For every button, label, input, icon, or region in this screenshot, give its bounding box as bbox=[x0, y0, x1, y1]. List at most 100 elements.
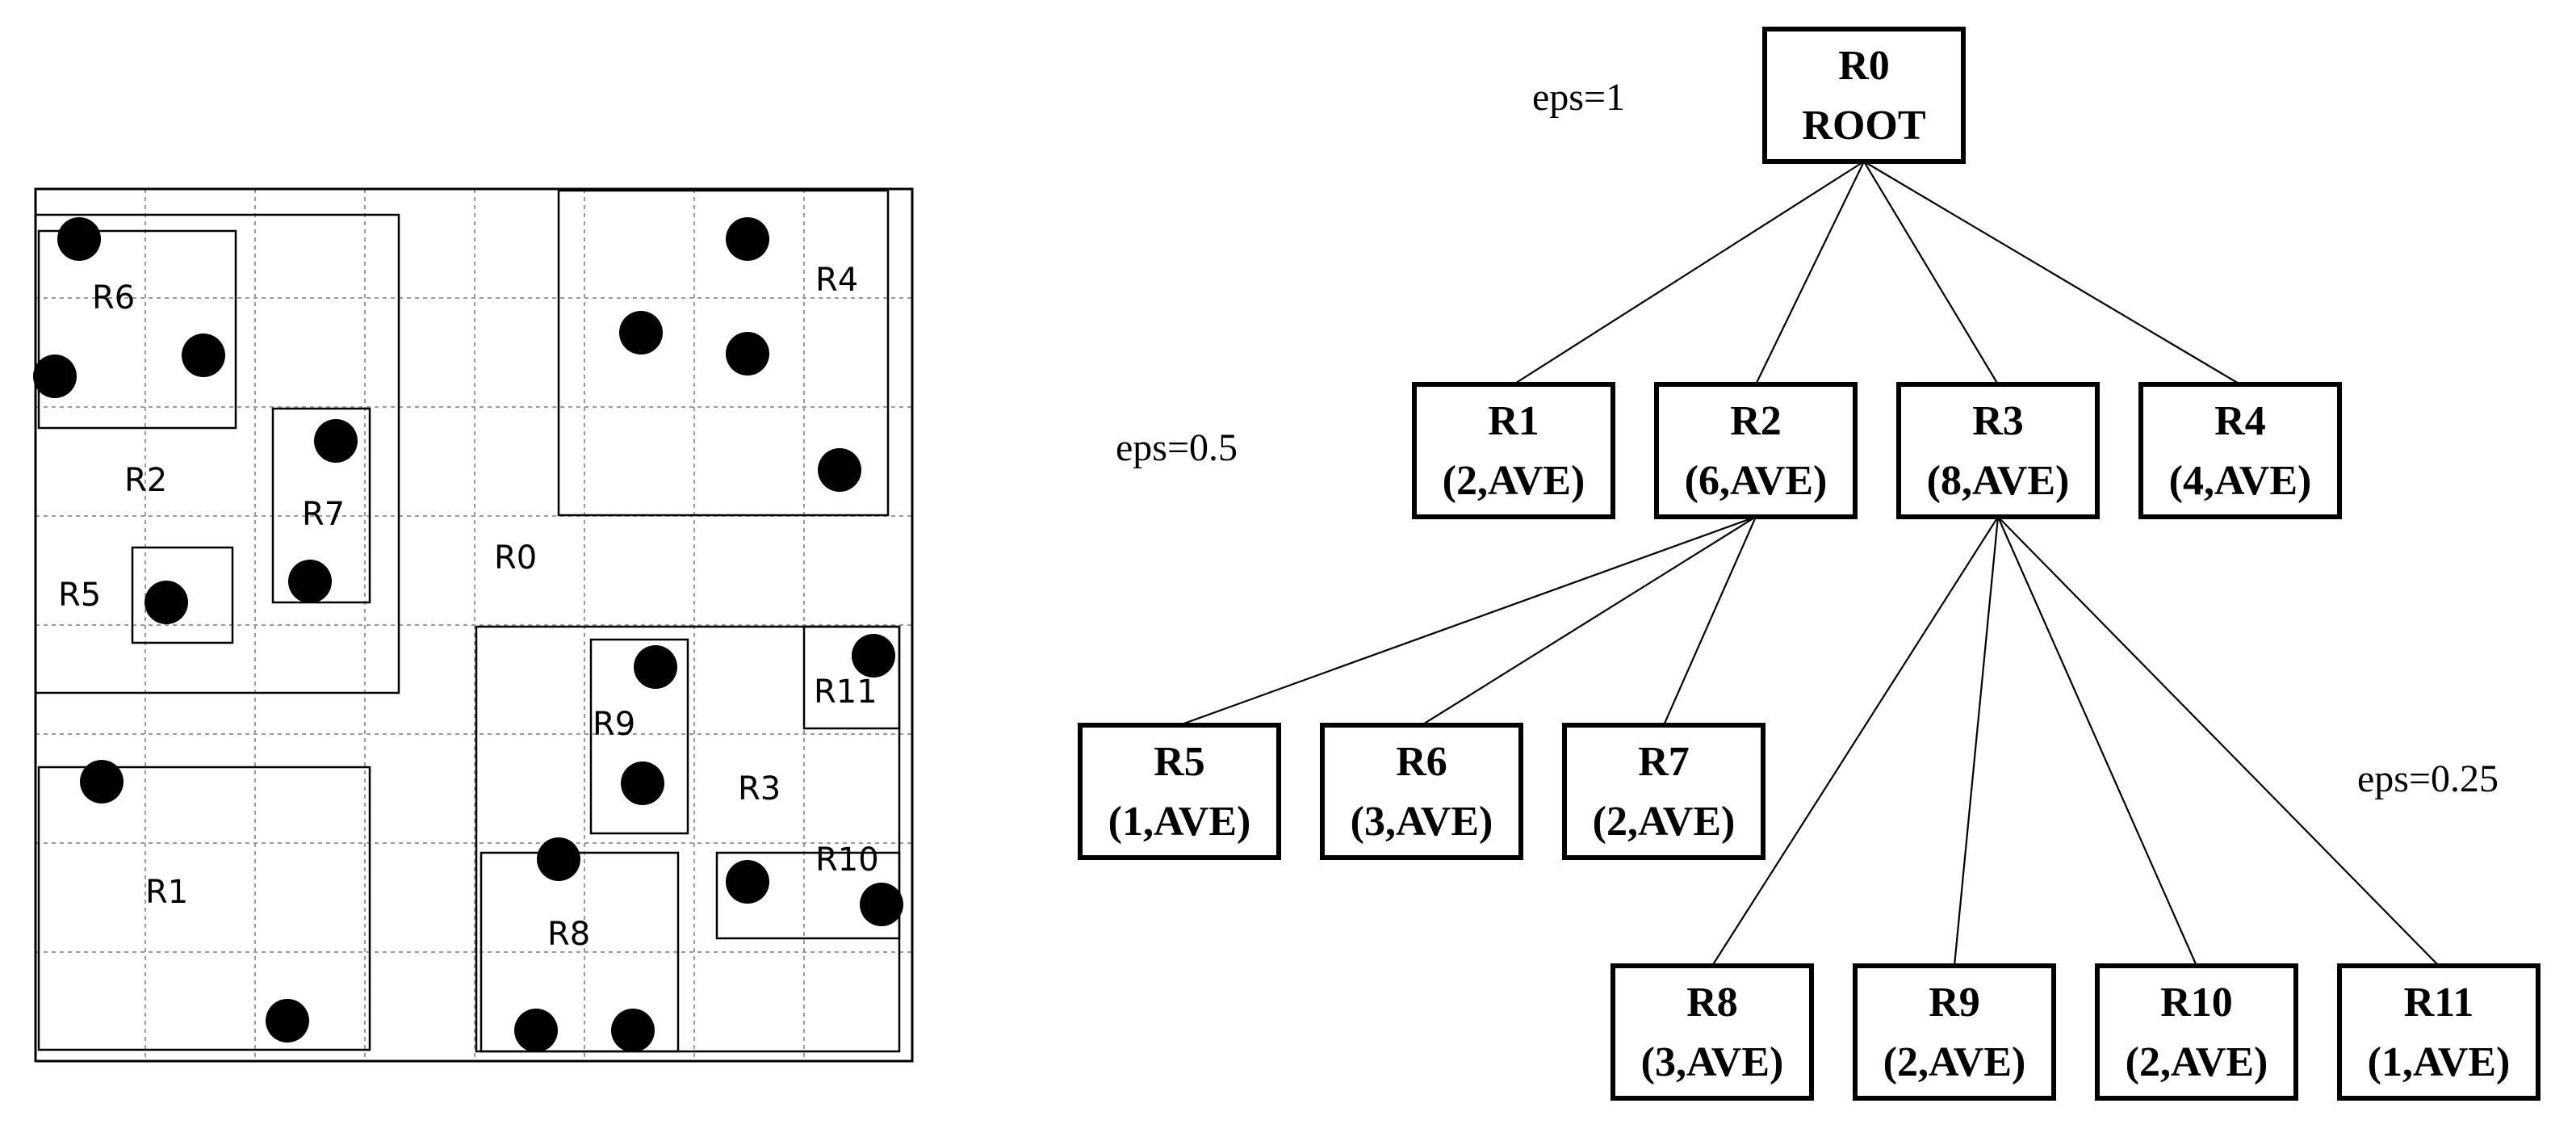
node-name: R2 bbox=[1730, 398, 1782, 444]
data-point bbox=[80, 760, 124, 803]
data-point bbox=[182, 334, 225, 377]
node-info: (2,AVE) bbox=[1593, 799, 1736, 845]
edge-r0-r1 bbox=[1513, 161, 1865, 385]
data-point bbox=[314, 419, 358, 463]
data-point bbox=[57, 217, 101, 261]
edge-r0-r4 bbox=[1863, 161, 2241, 385]
region-r9-rect bbox=[589, 638, 689, 835]
node-info: (1,AVE) bbox=[1108, 799, 1251, 845]
edge-r3-r11 bbox=[1997, 516, 2440, 967]
node-info: (8,AVE) bbox=[1927, 458, 2070, 504]
region-r7-label: R7 bbox=[302, 496, 345, 533]
node-info: ROOT bbox=[1802, 103, 1925, 149]
data-point bbox=[514, 1009, 558, 1052]
data-point bbox=[33, 355, 77, 398]
tree-node-r10: R10 (2,AVE) bbox=[2095, 963, 2298, 1101]
data-point bbox=[619, 311, 663, 355]
tree-node-r4: R4 (4,AVE) bbox=[2138, 382, 2342, 519]
dashed-grid bbox=[36, 189, 912, 1061]
tree-edges bbox=[1179, 161, 2440, 967]
data-point bbox=[860, 883, 903, 926]
node-box bbox=[1853, 963, 2056, 1101]
node-name: R8 bbox=[1686, 980, 1738, 1026]
region-r5-rect bbox=[131, 546, 234, 644]
node-box bbox=[2095, 963, 2298, 1101]
tree-node-r7: R7 (2,AVE) bbox=[1562, 723, 1766, 860]
node-info: (2,AVE) bbox=[1443, 458, 1585, 504]
node-info: (4,AVE) bbox=[2169, 458, 2312, 504]
edge-r3-r8 bbox=[1711, 516, 1999, 967]
edge-r2-r5 bbox=[1179, 515, 1757, 727]
region-r9-label: R9 bbox=[593, 706, 635, 743]
tree-node-r5: R5 (1,AVE) bbox=[1078, 723, 1281, 860]
eps-label-level-1: eps=0.5 bbox=[1116, 426, 1238, 469]
node-box bbox=[1562, 723, 1766, 860]
node-name: R0 bbox=[1838, 43, 1890, 89]
node-name: R9 bbox=[1929, 980, 1980, 1026]
node-name: R3 bbox=[1972, 398, 2024, 444]
node-box bbox=[1762, 27, 1966, 164]
data-point bbox=[726, 332, 769, 376]
region-r1-label: R1 bbox=[145, 874, 188, 911]
eps-label-level-2: eps=0.25 bbox=[2357, 757, 2499, 800]
node-name: R5 bbox=[1154, 739, 1205, 785]
tree-node-r8: R8(3,AVE) bbox=[1611, 963, 1814, 1101]
tree-node-r11: R11 (1,AVE) bbox=[2337, 963, 2540, 1101]
edge-r0-r3 bbox=[1863, 161, 1999, 385]
node-name: R10 bbox=[2160, 980, 2233, 1026]
edge-r0-r2 bbox=[1755, 161, 1865, 385]
tree-node-r3: R3 (8,AVE) bbox=[1896, 382, 2100, 519]
node-box bbox=[1611, 963, 1814, 1101]
node-name: R4 bbox=[2214, 398, 2266, 444]
node-info: (2,AVE) bbox=[2126, 1039, 2268, 1085]
node-info: (3,AVE) bbox=[1351, 799, 1493, 845]
node-name: R6 bbox=[1396, 739, 1447, 785]
data-points bbox=[33, 217, 903, 1052]
data-point bbox=[266, 999, 309, 1043]
node-name: R11 bbox=[2404, 980, 2474, 1026]
node-box bbox=[2138, 382, 2342, 519]
region-r10-label: R10 bbox=[815, 841, 879, 879]
node-box bbox=[1320, 723, 1523, 860]
node-info: (1,AVE) bbox=[2368, 1039, 2511, 1085]
region-r8-label: R8 bbox=[547, 916, 590, 953]
region-r0-label: R0 bbox=[494, 539, 537, 577]
region-r11-rect bbox=[802, 625, 901, 730]
region-r6-rect bbox=[37, 229, 237, 430]
region-r1-rect bbox=[37, 766, 371, 1051]
node-box bbox=[1412, 382, 1615, 519]
region-r3-label: R3 bbox=[738, 770, 781, 808]
region-r6-label: R6 bbox=[92, 279, 135, 317]
node-info: (6,AVE) bbox=[1685, 458, 1828, 504]
region-r4-rect bbox=[557, 189, 890, 517]
node-box bbox=[1896, 382, 2100, 519]
region-r8-rect bbox=[480, 851, 680, 1053]
region-rectangles bbox=[34, 189, 901, 1053]
data-point bbox=[537, 837, 580, 881]
edge-r2-r7 bbox=[1662, 516, 1757, 726]
data-point bbox=[634, 645, 677, 689]
tree-node-r1: R1(2,AVE) bbox=[1412, 382, 1615, 519]
data-point bbox=[288, 560, 332, 603]
data-point bbox=[145, 581, 188, 624]
node-box bbox=[2337, 963, 2540, 1101]
data-point bbox=[726, 860, 769, 904]
region-r2-label: R2 bbox=[124, 462, 167, 499]
edge-r2-r6 bbox=[1421, 516, 1757, 726]
data-point bbox=[611, 1009, 655, 1052]
tree-node-r6: R6 (3,AVE) bbox=[1320, 723, 1523, 860]
region-r2-rect bbox=[34, 213, 400, 694]
node-box bbox=[1654, 382, 1858, 519]
edge-r3-r9 bbox=[1953, 516, 2000, 967]
node-info: (2,AVE) bbox=[1883, 1039, 2026, 1085]
edge-r3-r10 bbox=[1996, 516, 2198, 967]
node-name: R7 bbox=[1638, 739, 1690, 785]
region-r7-rect bbox=[271, 407, 371, 604]
node-box bbox=[1078, 723, 1281, 860]
data-point bbox=[818, 448, 861, 492]
